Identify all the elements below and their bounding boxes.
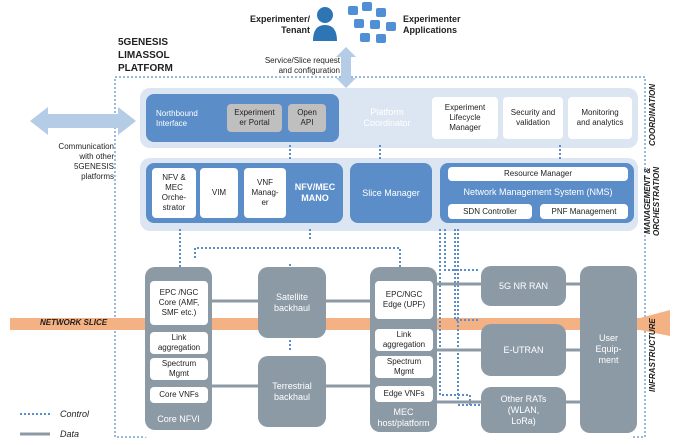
nms-label: Network Management System (NMS) [463, 186, 613, 197]
northbound-label: Northbound Interface [156, 109, 198, 128]
control-lines [20, 145, 561, 415]
core-link-aggregation-box: Link aggregation [150, 332, 208, 354]
core-epc-box: EPC /NGC Core (AMF, SMF etc.) [150, 281, 208, 325]
terrestrial-backhaul-box: Terrestrial backhaul [258, 356, 326, 427]
nr-ran-box: 5G NR RAN [481, 266, 566, 306]
lifecycle-manager-box: Experiment Lifecycle Manager [432, 97, 498, 139]
security-box: Security and validation [503, 97, 563, 139]
applications-icon [344, 2, 400, 46]
monitoring-box: Monitoring and analytics [568, 97, 632, 139]
experimenter-portal-box: Experiment er Portal [227, 104, 282, 132]
vim-box: VIM [200, 168, 238, 218]
platform-coordinator-label: Platform Coordinator [363, 107, 411, 128]
mec-epc-box: EPC/NGC Edge (UPF) [375, 281, 433, 319]
resource-manager-box: Resource Manager [448, 167, 628, 181]
core-spectrum-box: Spectrum Mgmt [150, 358, 208, 380]
mec-edge-vnfs-box: Edge VNFs [375, 386, 433, 402]
infrastructure-side-label: INFRASTRUCTURE [648, 318, 657, 392]
satellite-backhaul-box: Satellite backhaul [258, 267, 326, 338]
request-arrow [336, 47, 356, 88]
communication-arrow [30, 107, 136, 135]
eutran-box: E-UTRAN [481, 324, 566, 376]
data-lines [20, 282, 580, 436]
nfv-orchestrator-box: NFV & MEC Orche- strator [152, 168, 196, 218]
mec-spectrum-box: Spectrum Mgmt [375, 356, 433, 378]
legend-data-label: Data [60, 429, 80, 439]
communication-note: Communication with other 5GENESIS platfo… [58, 142, 114, 181]
request-note: Service/Slice request and configuration [264, 56, 340, 75]
other-rats-box: Other RATs (WLAN, LoRa) [481, 387, 566, 433]
vnf-manager-box: VNF Manag- er [244, 168, 286, 218]
user-icon [311, 5, 339, 41]
management-side-label: MANAGEMENT & ORCHESTRATION [643, 166, 661, 236]
slice-manager-box: Slice Manager [350, 163, 432, 223]
core-nfvi-label: Core NFVI [157, 413, 200, 424]
experimenter-tenant-label: Experimenter/ Tenant [249, 14, 310, 35]
experimenter-applications-label: Experimenter Applications [403, 14, 461, 35]
mec-host-label: MEC host/platform [377, 407, 430, 428]
user-equipment-box: User Equip- ment [580, 266, 637, 433]
pnf-management-box: PNF Management [540, 204, 628, 219]
platform-border [114, 76, 646, 438]
sdn-controller-box: SDN Controller [448, 204, 532, 219]
open-api-box: Open API [288, 104, 326, 132]
network-slice-label: NETWORK SLICE [40, 318, 108, 327]
core-vnfs-box: Core VNFs [150, 387, 208, 403]
platform-title: 5GENESIS LIMASSOL PLATFORM [118, 37, 173, 74]
nfv-mano-label: NFV/MEC MANO [294, 182, 336, 203]
coordination-side-label: COORDINATION [648, 83, 657, 147]
mec-link-aggregation-box: Link aggregation [375, 329, 433, 351]
legend-control-label: Control [60, 409, 90, 419]
